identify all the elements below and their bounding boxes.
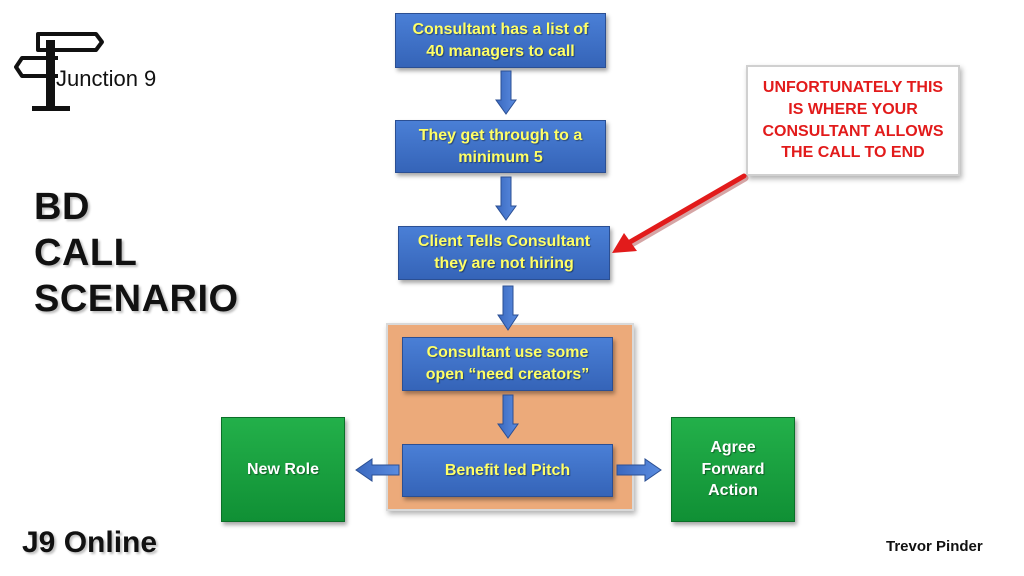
outcome-right-label: Agree Forward Action — [701, 439, 765, 500]
logo-text: Junction 9 — [56, 66, 157, 91]
flow-step-4: Consultant use some open “need creators” — [402, 337, 613, 391]
arrow-down-1 — [495, 70, 517, 115]
signpost-icon — [14, 32, 104, 111]
title-line-2: CALL — [34, 232, 138, 274]
flow-step-3: Client Tells Consultant they are not hir… — [398, 226, 610, 280]
flow-step-1-label: Consultant has a list of 40 managers to … — [412, 20, 589, 60]
flow-step-3-label: Client Tells Consultant they are not hir… — [417, 233, 591, 272]
arrow-down-2 — [495, 176, 517, 221]
title-line-3: SCENARIO — [34, 278, 239, 320]
flow-step-5-label: Benefit led Pitch — [444, 461, 571, 479]
title-line-1: BD — [34, 186, 90, 228]
outcome-right: Agree Forward Action — [671, 417, 795, 522]
flow-step-5: Benefit led Pitch — [402, 444, 613, 497]
flow-step-4-label: Consultant use some open “need creators” — [425, 344, 590, 383]
page-title: BD CALL SCENARIO — [34, 184, 239, 322]
callout-box: UNFORTUNATELY THIS IS WHERE YOUR CONSULT… — [746, 65, 960, 176]
flow-step-2-label: They get through to a minimum 5 — [418, 126, 583, 166]
footer-brand: J9 Online — [22, 526, 158, 559]
outcome-left: New Role — [221, 417, 345, 522]
junction9-logo: Junction 9 — [14, 30, 184, 112]
outcome-left-label: New Role — [246, 460, 319, 478]
author-name: Trevor Pinder — [886, 538, 983, 555]
flow-step-2: They get through to a minimum 5 — [395, 120, 606, 173]
red-pointer-arrow — [612, 173, 749, 253]
flow-step-1: Consultant has a list of 40 managers to … — [395, 13, 606, 68]
callout-text: UNFORTUNATELY THIS IS WHERE YOUR CONSULT… — [762, 79, 944, 162]
